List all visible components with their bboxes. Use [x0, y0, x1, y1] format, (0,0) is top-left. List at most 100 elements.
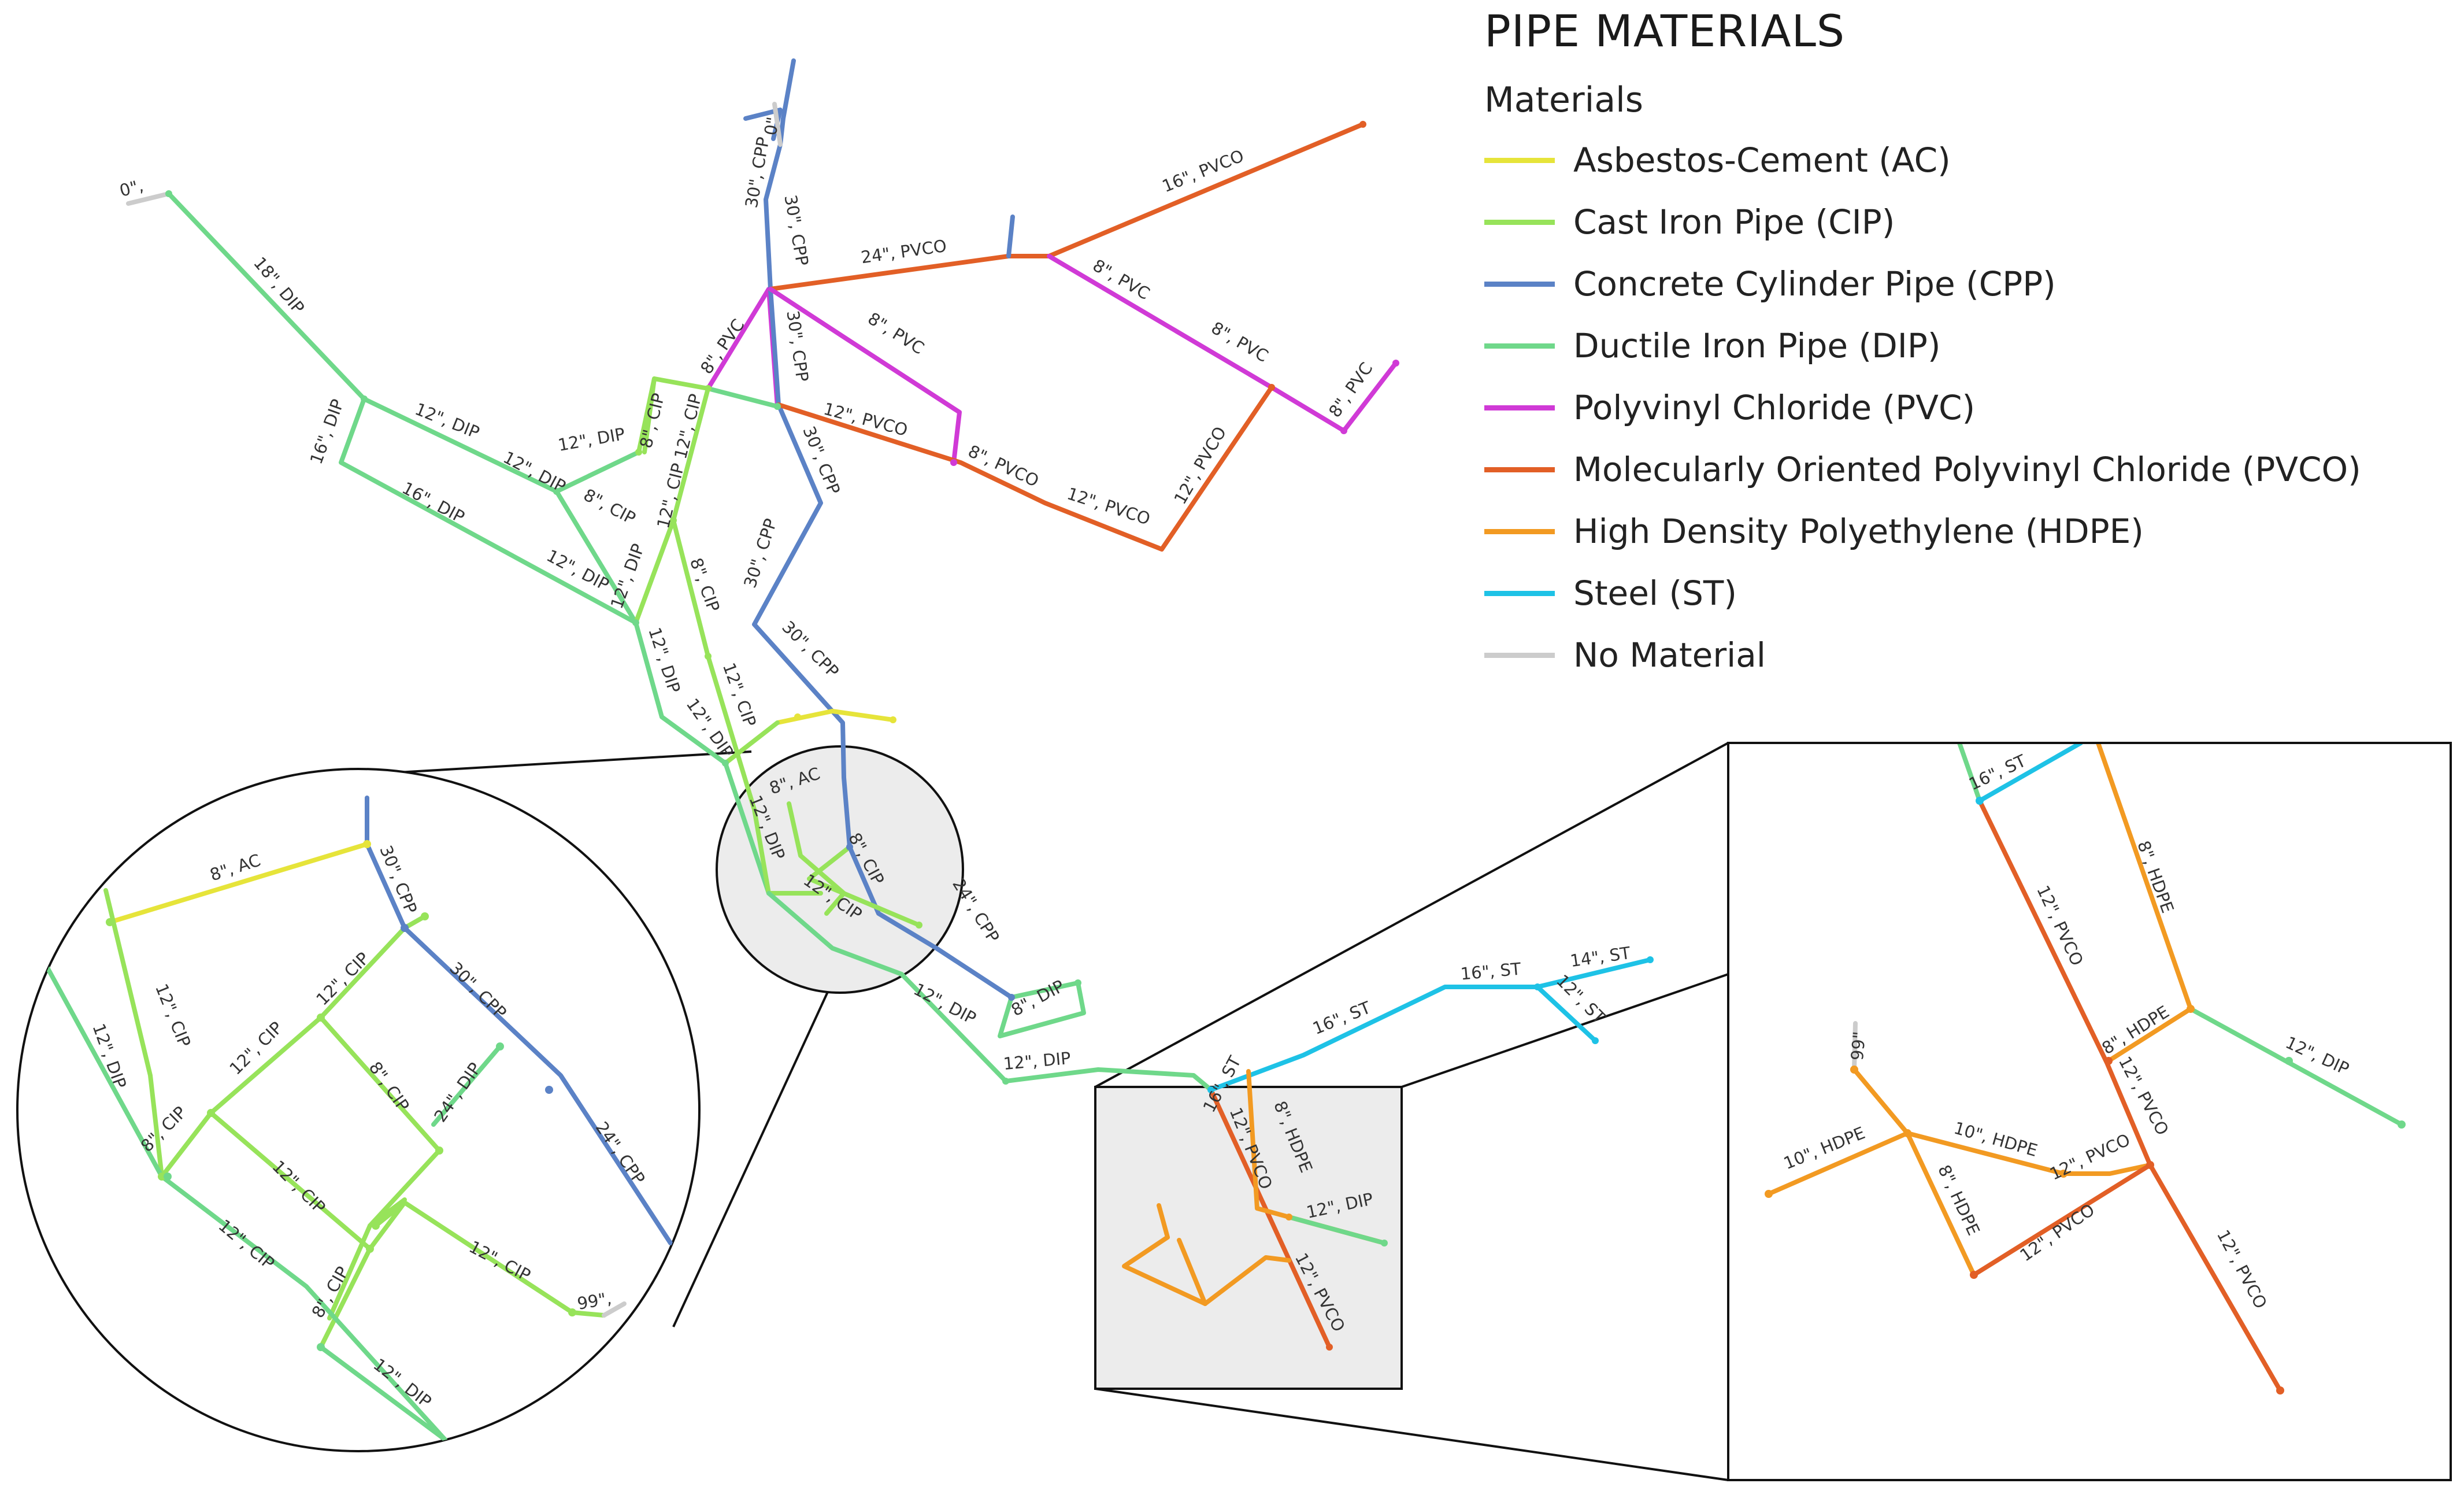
pipe-node	[1392, 360, 1399, 367]
pipe-node	[545, 1086, 553, 1094]
legend-item: Polyvinyl Chloride (PVC)	[1484, 377, 2409, 439]
legend-swatch	[1484, 157, 1555, 163]
pipe-segment	[2188, 1007, 2404, 1127]
pipe-node	[2187, 1005, 2195, 1013]
pipe-node	[106, 918, 114, 926]
pipe-segment	[807, 845, 921, 927]
legend-swatch	[1484, 281, 1555, 287]
pipe-segment	[1122, 1203, 1291, 1306]
pipe-node	[372, 1222, 380, 1230]
pipe-node	[1340, 427, 1347, 434]
legend-swatch	[1484, 467, 1555, 472]
pipe-node	[1074, 979, 1081, 986]
legend-label: Asbestos-Cement (AC)	[1573, 140, 1951, 180]
pipe-segment	[772, 102, 783, 147]
pipe-node	[1008, 994, 1015, 1001]
legend-swatch	[1484, 405, 1555, 410]
pipe-node	[2059, 1170, 2067, 1178]
pipe-segment	[1957, 744, 1982, 803]
pipe-label: 16", DIP	[399, 478, 468, 527]
legend-item: Steel (ST)	[1484, 563, 2409, 624]
pipe-node	[1002, 1078, 1009, 1085]
pipe-node	[632, 619, 639, 626]
pipe-segment	[706, 386, 780, 409]
connector-line	[1095, 742, 1729, 1088]
pipe-node	[421, 912, 429, 920]
pipe-label: 8", PVC	[1325, 358, 1377, 421]
pipe-node	[2146, 1161, 2154, 1169]
legend-item: Molecularly Oriented Polyvinyl Chloride …	[1484, 439, 2409, 501]
pipe-segment	[1209, 957, 1652, 1092]
rect-inset-frame	[1727, 742, 2452, 1481]
pipe-segment	[1047, 254, 1346, 433]
pipe-node	[705, 653, 712, 660]
pipe-node	[366, 1245, 374, 1253]
pipe-segment	[1977, 744, 2083, 803]
pipe-node	[722, 760, 729, 767]
pipe-segment	[431, 1044, 502, 1127]
pipe-node	[670, 517, 677, 524]
pipe-node	[401, 924, 409, 932]
pipe-segment	[1342, 361, 1398, 433]
pipe-segment	[1209, 1088, 1332, 1349]
pipe-label: 16", ST	[1459, 959, 1522, 984]
pipe-node	[2285, 1057, 2293, 1065]
legend-subtitle: Materials	[1484, 79, 1644, 120]
pipe-segment	[1287, 1215, 1387, 1245]
pipe-node	[1285, 1214, 1292, 1220]
pipe-segment	[998, 981, 1086, 1038]
pipe-node	[1381, 1240, 1388, 1247]
pipe-segment	[743, 108, 783, 141]
pipe-label: 99"	[1847, 1031, 1869, 1061]
legend-swatch	[1484, 528, 1555, 534]
circle-inset-frame	[16, 768, 701, 1452]
pipe-node	[950, 459, 957, 466]
pipe-label: 30", CPP	[783, 309, 812, 383]
pipe-label: 0"	[761, 116, 783, 137]
connector-line	[1401, 973, 1729, 1088]
pipe-segment	[633, 620, 771, 896]
pipe-segment	[768, 122, 1365, 291]
pipe-node	[317, 1014, 325, 1022]
pipe-segment	[166, 191, 366, 401]
pipe-node	[207, 1109, 215, 1117]
pipe-node	[1976, 797, 1984, 805]
pipe-segment	[723, 720, 780, 765]
pipe-label: 12", DIP	[644, 625, 684, 696]
pipe-label: 24", PVCO	[859, 236, 947, 267]
pipe-segment	[768, 287, 962, 465]
pipe-label: 8", CIP	[580, 485, 639, 528]
connector-line	[358, 750, 752, 776]
pipe-node	[2104, 1057, 2113, 1065]
pipe-node	[1207, 1086, 1214, 1093]
pipe-segment	[752, 58, 1014, 1000]
pipe-node	[1534, 983, 1541, 990]
pipe-segment	[108, 842, 369, 924]
legend-label: Steel (ST)	[1573, 574, 1737, 613]
pipe-segment	[1977, 798, 2283, 1393]
pipe-node	[1850, 1066, 1858, 1074]
legend-label: No Material	[1573, 635, 1766, 675]
pipe-segment	[1535, 985, 1598, 1043]
pipe-segment	[318, 1015, 442, 1321]
pipe-segment	[1006, 214, 1015, 258]
pipe-segment	[339, 397, 638, 625]
pipe-segment	[554, 489, 638, 625]
pipe-node	[496, 1042, 504, 1051]
pipe-label: 12", DIP	[1002, 1048, 1072, 1074]
pipe-label: 8", PVC	[1208, 318, 1272, 366]
pipe-node	[1903, 1129, 1911, 1137]
pipe-segment	[776, 385, 1274, 552]
legend-item: No Material	[1484, 624, 2409, 686]
pipe-label: 12", CIP	[653, 461, 688, 531]
pipe-segment	[160, 926, 407, 1179]
legend-swatch	[1484, 219, 1555, 225]
pipe-node	[705, 385, 712, 392]
pipe-label: 8", PVC	[865, 309, 928, 358]
zoom-circle	[716, 745, 964, 994]
pipe-label: 30", CPP	[799, 423, 844, 497]
pipe-node	[2398, 1120, 2406, 1129]
pipe-label: 30", CPP	[780, 193, 812, 267]
pipe-node	[774, 403, 781, 410]
